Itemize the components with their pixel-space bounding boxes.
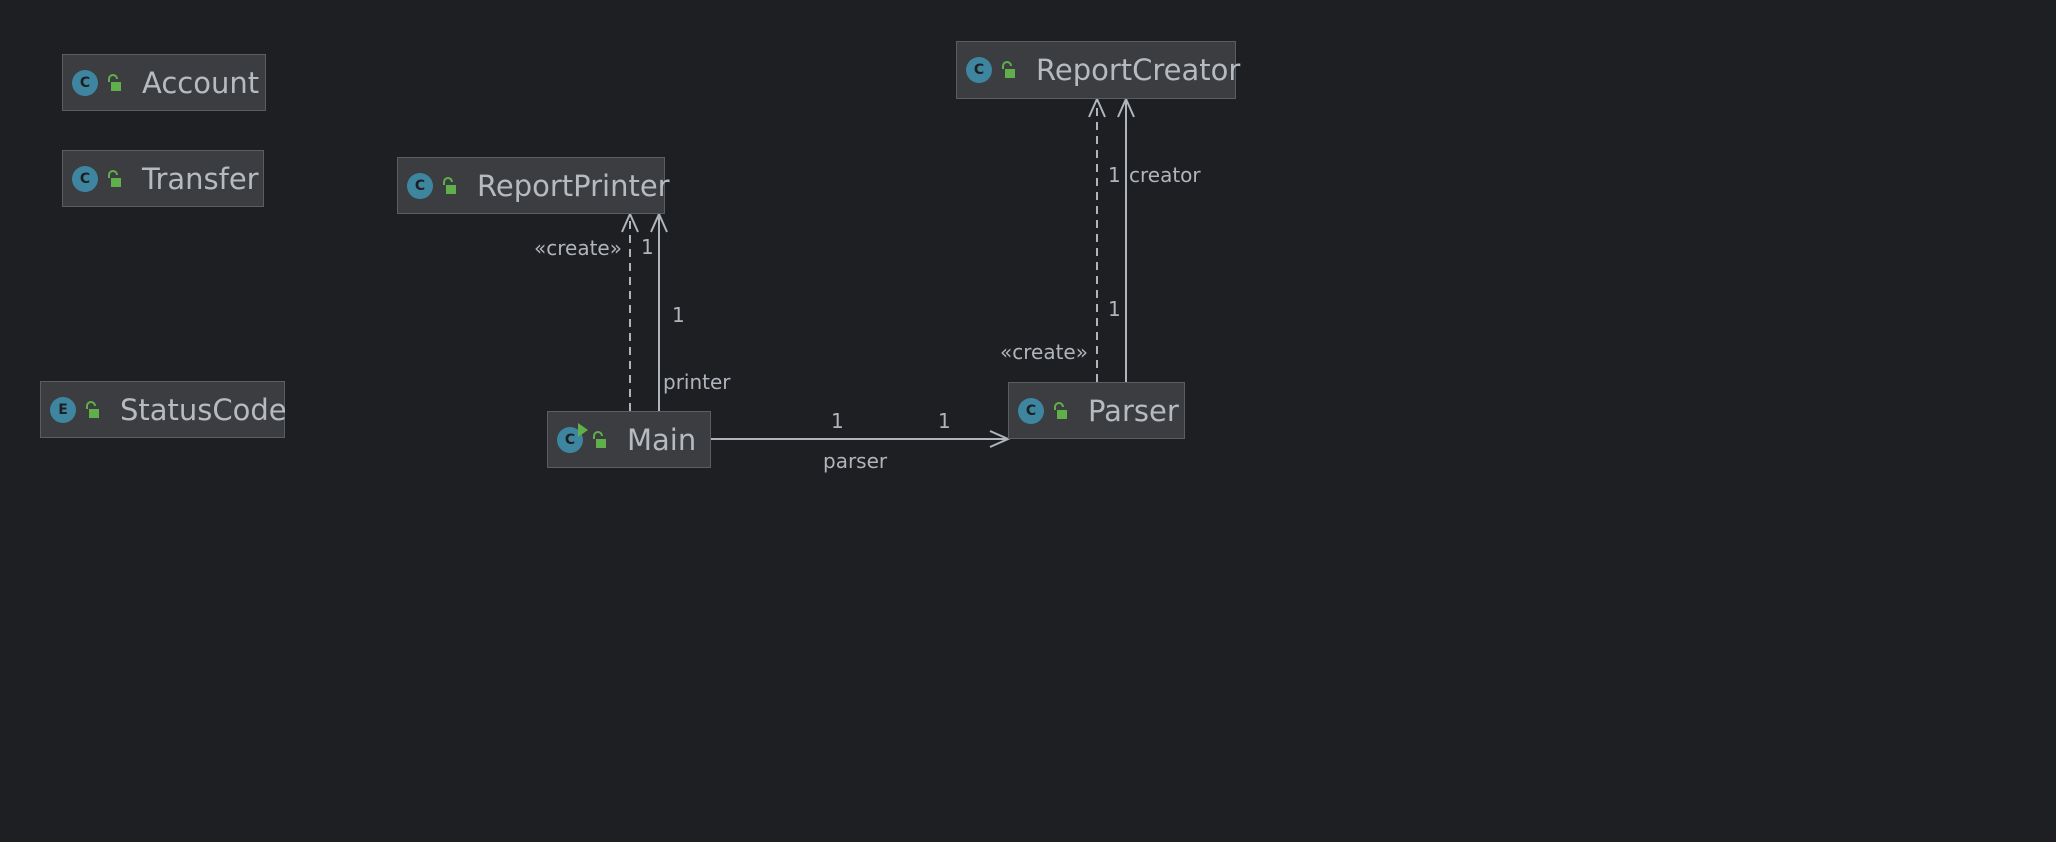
class-icon: C xyxy=(72,165,98,192)
multiplicity-label: 1 xyxy=(938,409,951,433)
class-name: Account xyxy=(142,65,260,100)
class-name: ReportPrinter xyxy=(477,168,670,203)
class-kind-letter: C xyxy=(564,431,576,448)
class-icon: C xyxy=(407,172,433,199)
class-node-report-creator[interactable]: C ReportCreator xyxy=(956,41,1240,99)
multiplicity-label: 1 xyxy=(831,409,844,433)
multiplicity-label: 1 xyxy=(1108,297,1121,321)
class-node-account[interactable]: C Account xyxy=(62,54,266,111)
class-name: Main xyxy=(627,422,697,457)
public-lock-icon xyxy=(86,400,99,418)
multiplicity-label: 1 xyxy=(641,235,654,259)
public-lock-icon xyxy=(1054,401,1067,419)
public-lock-icon xyxy=(593,430,606,448)
multiplicity-label: 1 xyxy=(1108,163,1121,187)
enum-icon: E xyxy=(50,396,76,423)
run-marker-icon xyxy=(578,422,588,437)
enum-node-status-code[interactable]: E StatusCode xyxy=(40,381,287,438)
class-name: Transfer xyxy=(142,161,259,196)
role-label-parser: parser xyxy=(823,449,888,473)
class-icon: C xyxy=(1018,397,1044,424)
role-label-creator: creator xyxy=(1129,163,1201,187)
class-node-parser[interactable]: C Parser xyxy=(1008,382,1185,439)
class-name: Parser xyxy=(1088,393,1179,428)
stereotype-create-label: «create» xyxy=(534,236,622,260)
class-node-main[interactable]: C Main xyxy=(547,411,711,468)
stereotype-create-label: «create» xyxy=(1000,340,1088,364)
class-icon: C xyxy=(966,57,992,83)
class-name: ReportCreator xyxy=(1036,53,1241,87)
public-lock-icon xyxy=(443,176,456,194)
class-icon: C xyxy=(72,69,98,96)
class-name: StatusCode xyxy=(120,392,287,427)
public-lock-icon xyxy=(1002,61,1015,78)
class-icon: C xyxy=(557,422,588,453)
public-lock-icon xyxy=(108,73,121,91)
public-lock-icon xyxy=(108,169,121,187)
multiplicity-label: 1 xyxy=(672,303,685,327)
role-label-printer: printer xyxy=(663,370,731,394)
class-node-transfer[interactable]: C Transfer xyxy=(62,150,264,207)
class-node-report-printer[interactable]: C ReportPrinter xyxy=(397,157,670,214)
